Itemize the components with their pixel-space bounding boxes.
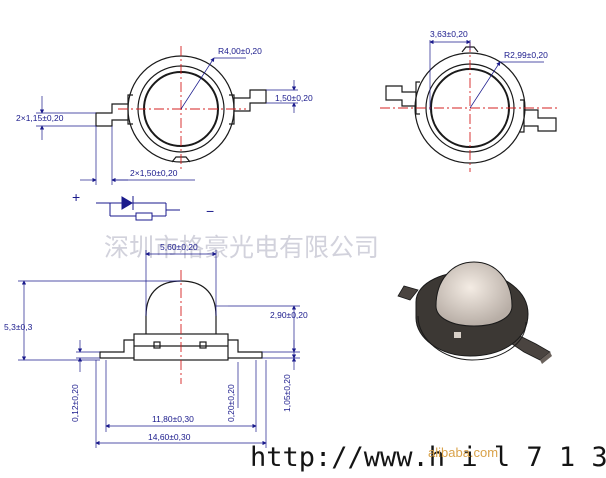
- left-shoulder: [415, 81, 420, 115]
- left-lead: [385, 85, 416, 107]
- left-marker: [153, 341, 161, 349]
- body-height-label: 2,90±0,20: [270, 310, 308, 320]
- total-height-label: 5,3±0,3: [4, 322, 33, 332]
- lead-offset-left-label: 0,12±0,20: [70, 384, 80, 422]
- minus-symbol: −: [206, 203, 214, 219]
- top-left-centerlines: [118, 46, 246, 170]
- top-right-centerlines: [380, 42, 560, 172]
- bottom-url-watermark: http://www.h i l 7 1 3.com: [250, 442, 606, 473]
- top-right-dimensions: [429, 39, 544, 110]
- total-width-label: 14,60±0,30: [148, 432, 191, 442]
- 3d-left-lead: [397, 285, 419, 301]
- lead-width-label: 2×1,15±0,20: [16, 113, 64, 123]
- 3d-lens: [435, 261, 513, 327]
- lead-offset-right-label: 0,20±0,20: [226, 384, 236, 422]
- lead-height-label: 1,05±0,20: [282, 374, 292, 412]
- side-left-lead: [99, 339, 134, 359]
- company-watermark: 深圳市格豪光电有限公司: [104, 233, 379, 262]
- top-left-dimensions: [36, 57, 298, 185]
- right-lead: [524, 109, 557, 132]
- plus-symbol: +: [72, 189, 80, 205]
- top-right-view: [385, 46, 557, 164]
- lead-spacing-label: 2×1,50±0,20: [130, 168, 178, 178]
- right-lead: [234, 89, 267, 112]
- diode-symbol: [121, 196, 133, 210]
- diode-schematic: [96, 196, 180, 221]
- right-marker: [199, 341, 207, 349]
- side-view-dimensions: [18, 250, 300, 448]
- perspective-view: [397, 261, 552, 364]
- alibaba-logo: alibaba.com: [428, 445, 498, 460]
- side-right-lead: [228, 339, 263, 359]
- lens-width-label: 5,60±0,20: [160, 242, 198, 252]
- left-shoulder: [127, 94, 133, 125]
- top-right-offset-label: 3,63±0,20: [430, 29, 468, 39]
- top-right-radius-label: R2,99±0,20: [504, 50, 548, 60]
- top-left-radius-label: R4,00±0,20: [218, 46, 262, 56]
- right-shoulder: [229, 94, 235, 125]
- right-shoulder: [520, 99, 525, 133]
- left-lead: [95, 103, 128, 127]
- pad-height-label: 1,50±0,20: [275, 93, 313, 103]
- resistor-symbol: [135, 212, 153, 221]
- inner-width-label: 11,80±0,30: [152, 414, 194, 424]
- 3d-marker: [454, 332, 461, 338]
